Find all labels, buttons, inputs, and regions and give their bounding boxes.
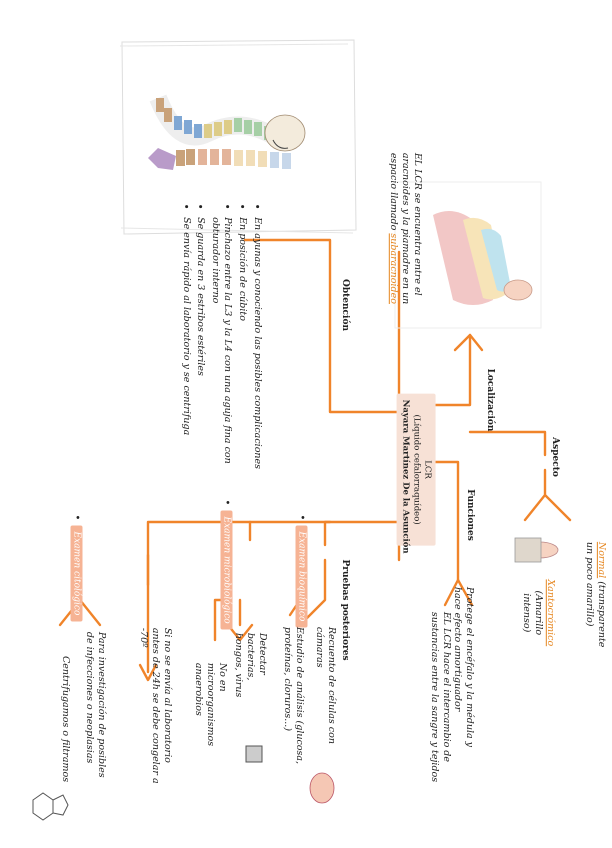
microscope-drawing [245,745,263,763]
examen-citologico-label: • Examen citológico [70,515,90,622]
pruebas-title: Pruebas posteriores [340,559,350,661]
bioquimico-item-2: Estudio de análisis (glucosa, proteínas,… [282,626,305,765]
obtencion-bullets: En ayunas y conociendo las posibles comp… [177,203,263,493]
obtencion-bullet: En ayunas y conociendo las posibles comp… [251,217,263,493]
obtencion-bullet: Se guarda en 3 estribos estériles [195,217,207,493]
subaracnoideo-link: subaracnoideo [388,233,400,304]
obtencion-bullet: Se envía rápido al laboratorio y se cent… [180,217,192,493]
localizacion-title: Localización [485,368,495,432]
microbiologico-item-3: Si no se envía al laboratorio antes de 2… [138,627,173,784]
funciones-item-2: EL LCR hace el intercambio de sustancias… [429,611,452,783]
meninges-illustration [394,181,542,329]
spine-illustration [119,39,357,235]
microbiologico-item-1: Detectar bacterias, hongos, virus [233,632,268,698]
examen-bioquimico-label: • Examen bioquímico [295,515,315,628]
obtencion-bullet: Pinchazo entre la L3 y la L4 con una agu… [210,217,234,493]
center-subtitle: (Líquido cefalorraquídeo) [411,414,422,525]
obtencion-bullet: En posición de cúbito [236,217,248,493]
aspecto-normal: Normal (transparente un poco amarillo) [584,541,607,648]
aspecto-title: Aspecto [550,437,560,477]
citologico-item-2: Centrifugamos o filtramos [59,655,71,783]
bioquimico-item-1: Recuento de células con cámaras [314,626,337,744]
test-tube-drawings [514,537,559,563]
localizacion-text: EL LCR se encuentra entre el aracnoides … [388,152,423,305]
aspecto-xantocromico: Xantocrómico (Amarillo intenso) [521,579,556,647]
center-node: LCR (Líquido cefalorraquídeo) Nayara Mar… [396,393,436,554]
cell-drawing [309,772,335,804]
obtencion-title: Obtención [340,278,350,331]
citologico-item-1: Para investigación de posibles de infecc… [84,631,107,778]
microbiologico-item-2: No en microorganismos anaerobios [193,662,228,747]
molecule-drawing [32,792,69,821]
funciones-title: Funciones [465,489,475,541]
center-title: LCR [422,460,433,479]
examen-microbiologico-label: • Examen microbiológico [220,500,240,630]
funciones-item-1: Protege el encéfalo y la médula y hace e… [452,586,475,748]
center-author: Nayara Martínez De la Asunción [400,399,411,554]
